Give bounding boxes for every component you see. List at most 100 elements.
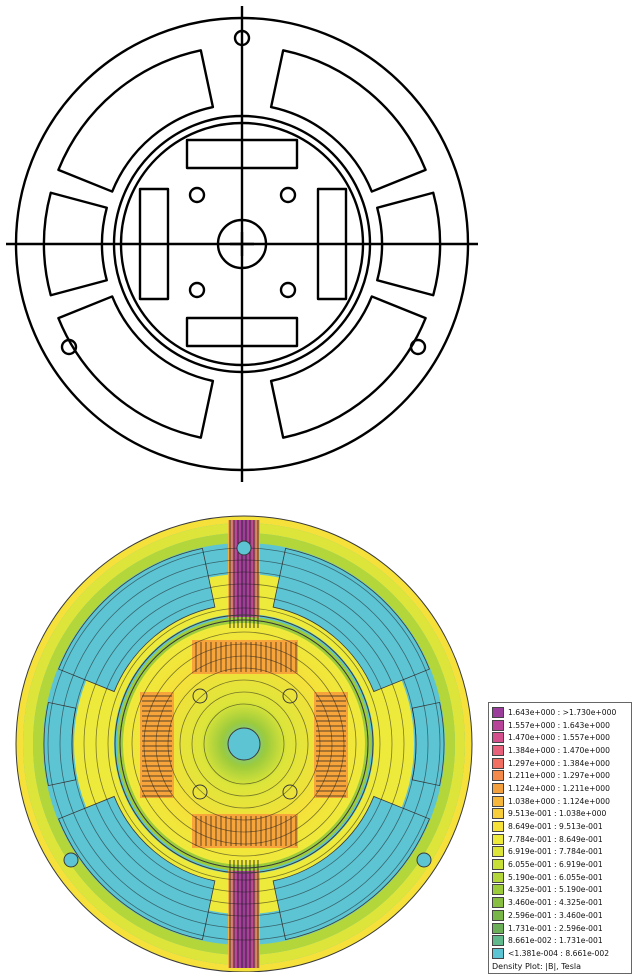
legend-label: <1.381e-004 : 8.661e-002 — [508, 948, 610, 958]
legend-label: 1.124e+000 : 1.211e+000 — [508, 783, 610, 793]
stator-slot-regions — [43, 547, 445, 941]
legend-row: 1.211e+000 : 1.297e+000 — [492, 769, 628, 782]
legend-row: <1.381e-004 : 8.661e-002 — [492, 947, 628, 960]
stator-slot-region — [58, 547, 216, 693]
flux-density-plot — [15, 515, 473, 972]
legend-swatch — [492, 947, 504, 959]
legend-row: 6.919e-001 : 7.784e-001 — [492, 846, 628, 859]
magnet-field-left — [140, 692, 174, 798]
legend-row: 9.513e-001 : 1.038e+000 — [492, 808, 628, 821]
shaft-outline — [227, 727, 261, 761]
flux-line — [59, 559, 429, 929]
magnet-hatching — [142, 642, 346, 846]
legend-label: 1.038e+000 : 1.124e+000 — [508, 796, 610, 806]
bore-outline — [114, 614, 374, 874]
legend-row: 1.038e+000 : 1.124e+000 — [492, 795, 628, 808]
flux-line — [155, 655, 333, 833]
legend-row: 1.124e+000 : 1.211e+000 — [492, 782, 628, 795]
legend-swatch — [492, 732, 504, 744]
flux-line — [203, 703, 285, 785]
legend-label: 8.661e-002 : 1.731e-001 — [508, 936, 603, 946]
tooth-bottom — [228, 858, 260, 968]
magnet-field-bottom — [192, 814, 298, 848]
flux-line — [167, 667, 321, 821]
legend-row: 1.470e+000 : 1.557e+000 — [492, 731, 628, 744]
legend-swatch — [492, 782, 504, 794]
flux-line — [107, 607, 381, 881]
legend-label: 1.297e+000 : 1.384e+000 — [508, 758, 610, 768]
legend-label: 1.731e-001 : 2.596e-001 — [508, 923, 603, 933]
plot-hole-1 — [192, 688, 208, 704]
flux-line — [143, 643, 345, 845]
magnet-field-right — [314, 692, 348, 798]
legend-row: 1.731e-001 : 2.596e-001 — [492, 922, 628, 935]
legend-swatch — [492, 922, 504, 934]
legend-swatch — [492, 770, 504, 782]
legend-swatch — [492, 706, 504, 718]
legend-label: 1.643e+000 : >1.730e+000 — [508, 707, 617, 717]
flux-line — [71, 571, 417, 917]
stator-slots — [42, 49, 442, 439]
flux-line — [191, 691, 297, 797]
legend-swatch — [492, 897, 504, 909]
legend-swatch — [492, 821, 504, 833]
legend-swatch — [492, 859, 504, 871]
legend-swatch — [492, 935, 504, 947]
legend-label: 5.190e-001 : 6.055e-001 — [508, 872, 603, 882]
bolt-hole-left — [60, 338, 78, 356]
rotor-hole-2 — [279, 186, 297, 204]
stator-slot — [269, 295, 427, 439]
legend-row: 2.596e-001 : 3.460e-001 — [492, 909, 628, 922]
stator-slot-region — [58, 795, 216, 941]
legend-caption: Density Plot: |B|, Tesla — [492, 961, 581, 971]
bolt-hole-right — [409, 338, 427, 356]
color-legend: 1.643e+000 : >1.730e+000 1.557e+000 : 1.6… — [488, 702, 632, 974]
legend-row: 5.190e-001 : 6.055e-001 — [492, 871, 628, 884]
legend-swatch — [492, 757, 504, 769]
stator-slot-region — [272, 795, 430, 941]
plot-hole-2 — [282, 688, 298, 704]
plot-bolt-right — [416, 852, 432, 868]
magnet-field-top — [192, 640, 298, 674]
legend-row: 3.460e-001 : 4.325e-001 — [492, 896, 628, 909]
stator-slot — [57, 49, 215, 193]
rotor-hole-4 — [279, 281, 297, 299]
flux-line — [83, 583, 405, 905]
legend-swatch — [492, 909, 504, 921]
legend-row: 1.557e+000 : 1.643e+000 — [492, 719, 628, 732]
legend-row: 1.297e+000 : 1.384e+000 — [492, 757, 628, 770]
plot-hole-4 — [282, 784, 298, 800]
legend-row: 4.325e-001 : 5.190e-001 — [492, 884, 628, 897]
rotor-outline — [119, 619, 369, 869]
legend-row: 1.384e+000 : 1.470e+000 — [492, 744, 628, 757]
legend-swatch — [492, 884, 504, 896]
tooth-top — [228, 520, 260, 630]
stator-slot — [42, 191, 108, 297]
legend-label: 1.557e+000 : 1.643e+000 — [508, 720, 610, 730]
legend-label: 9.513e-001 : 1.038e+000 — [508, 809, 607, 819]
legend-swatch — [492, 846, 504, 858]
stator-outline — [15, 515, 473, 972]
stator-slot — [57, 295, 215, 439]
stator-slot — [376, 191, 442, 297]
legend-row: 1.643e+000 : >1.730e+000 — [492, 706, 628, 719]
legend-swatch — [492, 808, 504, 820]
stator-slot — [269, 49, 427, 193]
legend-label: 3.460e-001 : 4.325e-001 — [508, 898, 603, 908]
legend-swatch — [492, 744, 504, 756]
plot-bolt-top — [236, 540, 252, 556]
flux-line — [95, 595, 393, 893]
legend-rows: 1.643e+000 : >1.730e+000 1.557e+000 : 1.6… — [492, 706, 628, 960]
legend-swatch — [492, 795, 504, 807]
legend-label: 6.055e-001 : 6.919e-001 — [508, 860, 603, 870]
plot-bolt-left — [63, 852, 79, 868]
legend-label: 1.384e+000 : 1.470e+000 — [508, 745, 610, 755]
plot-hole-3 — [192, 784, 208, 800]
rotor-hole-3 — [188, 281, 206, 299]
legend-row: 8.661e-002 : 1.731e-001 — [492, 934, 628, 947]
legend-label: 8.649e-001 : 9.513e-001 — [508, 822, 603, 832]
legend-swatch — [492, 833, 504, 845]
legend-label: 1.470e+000 : 1.557e+000 — [508, 733, 610, 743]
legend-swatch — [492, 719, 504, 731]
legend-row: 7.784e-001 : 8.649e-001 — [492, 833, 628, 846]
